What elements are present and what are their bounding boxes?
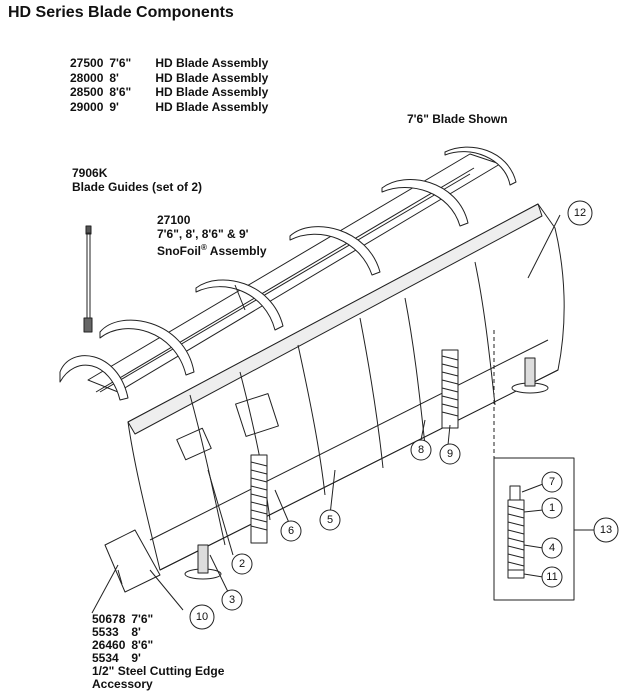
part-number: 27500: [70, 56, 104, 70]
assembly-row: 28500 8'6" HD Blade Assembly: [70, 85, 268, 100]
blade-size: 9': [109, 99, 119, 114]
callout-3: 3: [221, 589, 243, 611]
assembly-list: 27500 7'6" HD Blade Assembly 28000 8' HD B…: [70, 56, 268, 114]
guides-part-number: 7906K: [72, 166, 108, 180]
detail-spring: [507, 485, 525, 579]
blade-shown-note: 7'6" Blade Shown: [407, 112, 508, 126]
blade-size: 8': [131, 625, 141, 639]
snofoil-label: 27100 7'6", 8', 8'6" & 9' SnoFoil® Assem…: [157, 213, 267, 259]
callout-1: 1: [541, 497, 563, 519]
svg-text:4: 4: [549, 542, 555, 554]
callout-10: 10: [189, 604, 215, 630]
part-number: 50678: [92, 612, 126, 626]
callout-5: 5: [319, 509, 341, 531]
edge-row: 26460 8'6": [92, 639, 224, 652]
assembly-name: HD Blade Assembly: [155, 56, 269, 70]
part-number: 29000: [70, 99, 104, 114]
snofoil-hoop: [59, 146, 517, 401]
callout-6: 6: [280, 520, 302, 542]
assembly-name: HD Blade Assembly: [155, 85, 269, 99]
snofoil-name-line: SnoFoil® Assembly: [157, 241, 267, 259]
svg-text:11: 11: [546, 571, 557, 583]
blade-guides-label: 7906K Blade Guides (set of 2): [72, 166, 202, 194]
assembly-row: 29000 9' HD Blade Assembly: [70, 100, 268, 115]
snofoil-sizes: 7'6", 8', 8'6" & 9': [157, 226, 249, 241]
svg-text:1: 1: [549, 502, 555, 514]
assembly-name: HD Blade Assembly: [155, 70, 269, 85]
blade-size: 7'6": [131, 612, 154, 626]
part-number: 28500: [70, 85, 104, 99]
svg-text:3: 3: [229, 594, 235, 606]
blade-size: 8'6": [109, 85, 132, 99]
page-title: HD Series Blade Components: [8, 4, 234, 21]
svg-text:5: 5: [327, 514, 333, 526]
assembly-row: 28000 8' HD Blade Assembly: [70, 71, 268, 86]
callout-9: 9: [439, 443, 461, 465]
cutting-edge: [104, 529, 161, 593]
blade-guide-rod: [83, 225, 93, 333]
decal: [176, 427, 212, 461]
blade-size: 7'6": [109, 56, 132, 70]
edge-row: 50678 7'6": [92, 613, 224, 626]
edge-row: 5533 8': [92, 626, 224, 639]
spring-detail-box: [493, 457, 575, 601]
guides-description: Blade Guides (set of 2): [72, 180, 203, 194]
cutting-edge-label: 50678 7'6" 5533 8' 26460 8'6" 5534 9' 1/…: [92, 613, 224, 691]
registered-mark: ®: [201, 243, 207, 252]
callout-4: 4: [541, 537, 563, 559]
edge-description: 1/2" Steel Cutting Edge: [92, 664, 225, 678]
snofoil-name: SnoFoil: [157, 244, 201, 258]
part-number: 5534: [92, 651, 119, 665]
decal: [235, 393, 279, 437]
snofoil-suffix: Assembly: [206, 244, 267, 258]
trip-spring: [250, 454, 268, 544]
svg-text:2: 2: [239, 558, 245, 570]
part-number: 26460: [92, 638, 126, 652]
trip-spring: [441, 349, 459, 429]
blade-size: 8': [109, 70, 119, 85]
svg-text:8: 8: [418, 444, 424, 456]
edge-accessory: Accessory: [92, 677, 153, 691]
svg-text:13: 13: [600, 524, 612, 536]
svg-text:10: 10: [196, 611, 208, 623]
assembly-name: HD Blade Assembly: [155, 99, 269, 114]
blade-size: 8'6": [131, 638, 154, 652]
callout-2: 2: [231, 553, 253, 575]
assembly-row: 27500 7'6" HD Blade Assembly: [70, 56, 268, 71]
svg-text:9: 9: [447, 448, 453, 460]
blade-shoe: [184, 544, 222, 580]
moldboard: [127, 203, 565, 571]
svg-text:7: 7: [549, 476, 555, 488]
callout-13: 13: [593, 517, 619, 543]
part-number: 28000: [70, 70, 104, 85]
svg-text:6: 6: [288, 525, 294, 537]
part-number: 5533: [92, 625, 119, 639]
callout-11: 11: [541, 566, 563, 588]
blade-shoe: [511, 357, 549, 394]
edge-row: 5534 9': [92, 652, 224, 665]
svg-text:12: 12: [574, 207, 586, 219]
blade-size: 9': [131, 651, 141, 665]
callout-12: 12: [567, 200, 593, 226]
callout-8: 8: [410, 439, 432, 461]
callout-7: 7: [541, 471, 563, 493]
snofoil-part-number: 27100: [157, 213, 191, 227]
